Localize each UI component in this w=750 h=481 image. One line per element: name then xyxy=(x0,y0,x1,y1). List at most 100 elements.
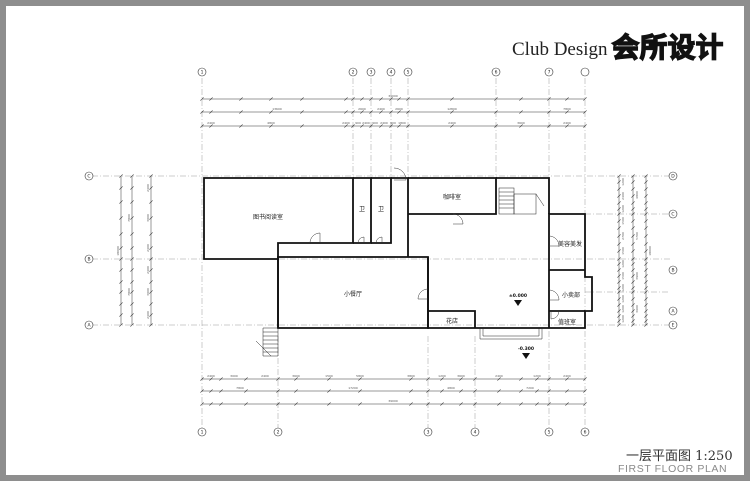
dimension-tick xyxy=(617,194,621,198)
dim-left-detail-1: 2400 xyxy=(146,184,150,192)
grid-bubble-right-b xyxy=(668,265,678,275)
dimension-tick xyxy=(369,97,373,101)
dimension-tick xyxy=(209,97,213,101)
room-label-lounge: 值班室 xyxy=(558,318,576,326)
dimension-tick xyxy=(583,402,587,406)
dim-top-detail-9: 1800 xyxy=(398,121,406,125)
dimension-tick xyxy=(583,377,587,381)
dimension-tick xyxy=(119,257,123,261)
dimension-tick xyxy=(617,314,621,318)
dim-bottom-detail-11: 1200 xyxy=(533,374,541,378)
grid-label-right-b: B xyxy=(671,268,674,274)
dimension-tick xyxy=(617,290,621,294)
dim-top-seg-3: 2400 xyxy=(377,107,385,111)
toilet-1-outline xyxy=(353,177,372,244)
level-floor-label: ±0.000 xyxy=(509,293,527,299)
dimension-tick xyxy=(535,389,539,393)
dimension-tick xyxy=(644,180,648,184)
dim-bottom-detail-5: 1500 xyxy=(325,374,333,378)
dimension-tick xyxy=(617,187,621,191)
dimension-tick xyxy=(130,268,134,272)
grid-bubble-top-8 xyxy=(580,67,590,77)
dimension-tick xyxy=(406,124,410,128)
dimension-tick xyxy=(119,200,123,204)
dimension-tick xyxy=(119,246,123,250)
dimension-tick xyxy=(406,110,410,114)
dimension-tick xyxy=(547,402,551,406)
dimension-tick xyxy=(617,234,621,238)
dim-bottom-detail-6: 5800 xyxy=(356,374,364,378)
dim-top-detail-8: 900 xyxy=(390,121,396,125)
dimension-tick xyxy=(327,377,331,381)
grid-label-left-a: A xyxy=(87,323,91,329)
dimension-tick xyxy=(565,124,569,128)
grid-label-top-7: 7 xyxy=(548,70,551,76)
axis-lines xyxy=(92,78,670,428)
grid-bubble-bottom-5 xyxy=(544,427,554,437)
dimension-tick xyxy=(130,186,134,190)
dimension-tick xyxy=(130,302,134,306)
dimension-tick xyxy=(535,377,539,381)
grid-bubble-bottom-2 xyxy=(273,427,283,437)
door-cafe xyxy=(452,213,464,225)
dimension-tick xyxy=(631,249,635,253)
dimension-tick xyxy=(644,309,648,313)
dimension-tick xyxy=(379,97,383,101)
room-label-florist: 花店 xyxy=(446,317,458,325)
grid-bubble-top-5 xyxy=(403,67,413,77)
dimension-tick xyxy=(200,124,204,128)
entrance-canopy xyxy=(479,328,543,340)
dimension-tick xyxy=(473,377,477,381)
dimension-tick xyxy=(644,297,648,301)
dimension-tick xyxy=(244,377,248,381)
dimension-tick xyxy=(351,124,355,128)
dim-top-detail-4: 900 xyxy=(355,121,361,125)
dimension-tick xyxy=(497,402,501,406)
dimension-tick xyxy=(459,402,463,406)
dimension-tick xyxy=(631,180,635,184)
dimension-tick xyxy=(300,110,304,114)
dimension-tick xyxy=(239,124,243,128)
dim-top-seg-1: 13600 xyxy=(272,107,282,111)
entrance-step-inner xyxy=(482,328,540,337)
dimension-tick xyxy=(631,314,635,318)
dimension-tick xyxy=(631,323,635,327)
dim-top-detail-5: 2400 xyxy=(362,121,370,125)
floor-plan-drawing: 39000 13600 2600 2400 2600 12800 7800 24… xyxy=(84,67,678,437)
dimension-tick xyxy=(617,309,621,313)
grid-label-right-c: C xyxy=(671,212,674,218)
dimension-tick xyxy=(149,280,153,284)
dim-right-detail-1: 1200 xyxy=(621,178,625,186)
grid-label-bottom-6: 6 xyxy=(584,430,587,436)
dimension-tick xyxy=(583,124,587,128)
dim-bottom-detail-8: 1200 xyxy=(438,374,446,378)
dimension-tick xyxy=(389,110,393,114)
dimension-tick xyxy=(130,323,134,327)
dimension-tick xyxy=(631,242,635,246)
dimension-tick xyxy=(547,389,551,393)
dim-top-detail-1: 2400 xyxy=(207,121,215,125)
dim-right-detail-12: 1200 xyxy=(621,315,625,323)
dimension-tick xyxy=(631,262,635,266)
dimension-tick xyxy=(219,402,223,406)
dimension-tick xyxy=(617,262,621,266)
dimension-tick xyxy=(644,257,648,261)
dimension-tick xyxy=(406,97,410,101)
dimension-tick xyxy=(617,297,621,301)
dimension-tick xyxy=(130,313,134,317)
dimension-tick xyxy=(631,280,635,284)
dim-top-seg-6: 7800 xyxy=(563,107,571,111)
dimension-tick xyxy=(130,257,134,261)
dimension-tick xyxy=(494,97,498,101)
grid-bubbles-top xyxy=(197,67,590,77)
dimension-tick xyxy=(149,232,153,236)
dim-left-overall: 18000 xyxy=(116,246,120,256)
dimension-tick xyxy=(130,246,134,250)
dim-left-detail-2: 3000 xyxy=(146,214,150,222)
dim-top-detail-7: 2400 xyxy=(380,121,388,125)
grid-bubbles-right xyxy=(668,171,678,330)
dimension-tick xyxy=(631,226,635,230)
dim-bottom-detail-2: 3000 xyxy=(230,374,238,378)
plan-title-en: FIRST FLOOR PLAN xyxy=(618,463,728,475)
dimension-tick xyxy=(644,187,648,191)
